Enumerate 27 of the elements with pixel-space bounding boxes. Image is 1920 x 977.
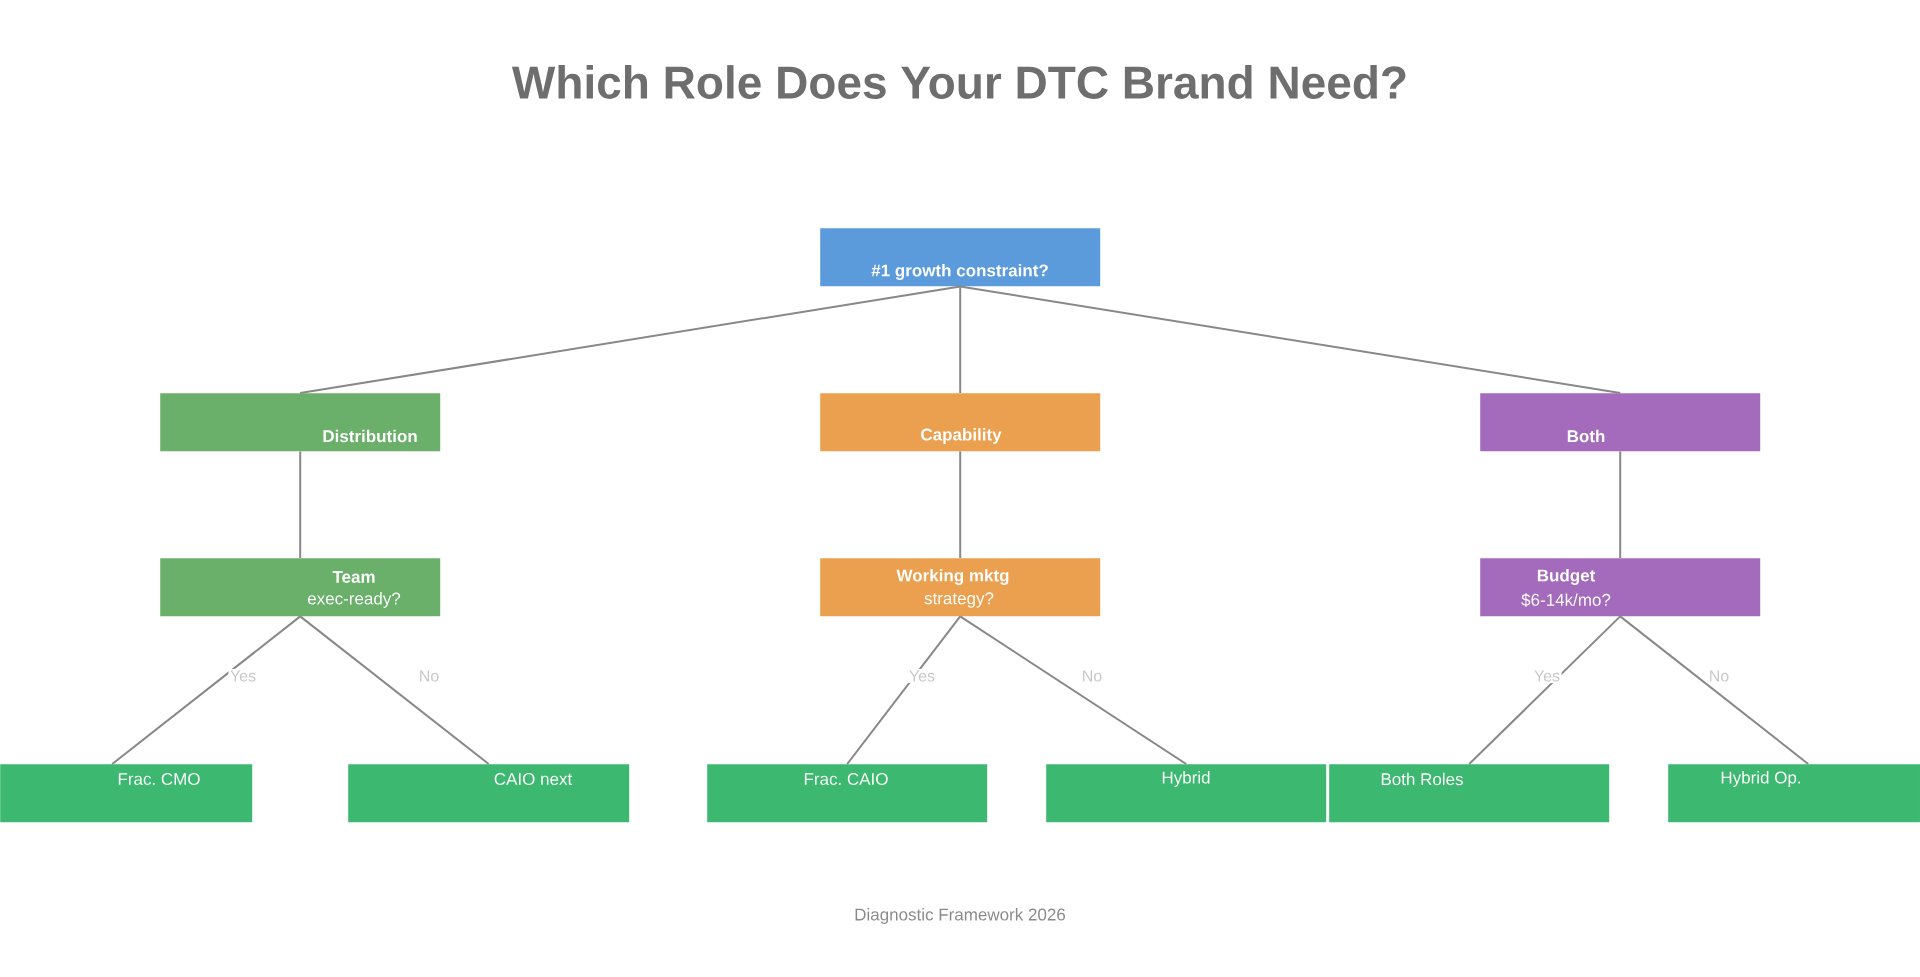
connector-line: [959, 615, 1188, 765]
question-box: #1 growth constraint?: [820, 228, 1101, 287]
title: Which Role Does Your DTC Brand Need?: [511, 65, 1406, 99]
result-box: Hybrid: [1046, 764, 1327, 823]
category-box: Both: [1480, 393, 1761, 452]
category-box: Capability: [820, 393, 1101, 452]
result-box: Hybrid Op.: [1668, 764, 1920, 823]
connector-line: [299, 450, 302, 559]
question-box: Working mktg strategy?: [820, 558, 1101, 617]
connector-line: [959, 450, 962, 559]
result-box: Frac. CAIO: [707, 764, 988, 823]
question-box: Team exec-ready?: [160, 558, 441, 617]
connector-line: [299, 615, 490, 765]
connector-line: [1468, 615, 1622, 765]
connector-line: [1619, 450, 1622, 559]
connector-line: [299, 285, 962, 394]
connector-line: [1619, 615, 1810, 765]
result-box: Frac. CMO: [0, 764, 253, 823]
connector-line: [111, 615, 302, 765]
connector-line: [959, 285, 1622, 394]
connector-line: [846, 615, 962, 765]
result-box: CAIO next: [348, 764, 630, 823]
connector-line: [959, 285, 962, 394]
caption: Diagnostic Framework 2026: [855, 908, 1066, 924]
result-box: Both Roles: [1329, 764, 1610, 823]
category-box: Distribution: [160, 393, 441, 452]
question-box: Budget $6-14k/mo?: [1480, 558, 1761, 617]
